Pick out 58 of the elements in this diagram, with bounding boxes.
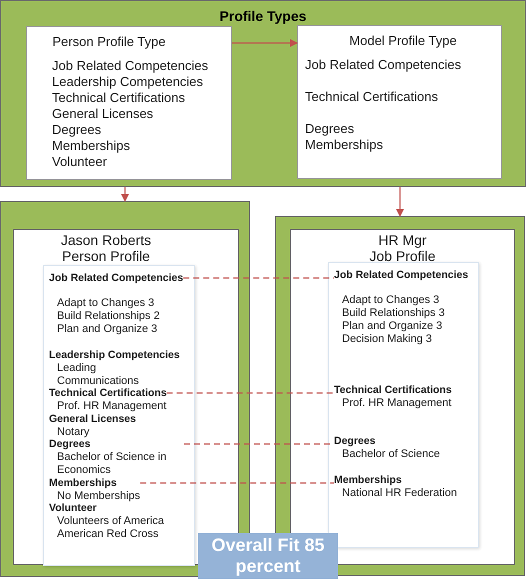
section-heading: Degrees [49, 438, 90, 451]
section-item: Plan and Organize 3 [56, 323, 158, 336]
section-heading: Memberships [49, 476, 117, 490]
section-heading: Job Related Competencies [49, 271, 184, 285]
profile-title: Jason Roberts Person Profile [60, 232, 152, 264]
list-item: General Licenses [52, 106, 154, 122]
section-item: Communications [56, 375, 139, 388]
arrow [232, 39, 298, 47]
fit-score-text: Overall Fit 85 percent [210, 535, 326, 577]
profile-card [43, 265, 195, 566]
dashed-connector [183, 277, 334, 279]
section-item: Build Relationships 3 [341, 307, 445, 320]
section-item: Plan and Organize 3 [341, 320, 442, 333]
list-item: Degrees [305, 121, 354, 137]
section-heading: General Licenses [49, 412, 136, 426]
section-item: Volunteers of America [56, 515, 164, 528]
section-item: National HR Federation [341, 487, 457, 500]
section-item: Bachelor of Science in Economics [56, 451, 168, 477]
arrow [121, 187, 129, 202]
section-item: Build Relationships 2 [56, 310, 160, 323]
list-item: Volunteer [52, 154, 107, 170]
section-item: Adapt to Changes 3 [341, 294, 440, 307]
list-item: Technical Certifications [52, 90, 185, 106]
section-item: Leading [56, 362, 96, 375]
list-item: Memberships [52, 138, 130, 154]
section-heading: Job Related Competencies [334, 268, 468, 282]
profile-card [328, 262, 479, 548]
section-item: Decision Making 3 [341, 333, 432, 346]
dashed-connector [140, 482, 334, 484]
fit-score-badge [198, 533, 338, 579]
box-title: Model Profile Type [348, 33, 458, 49]
dashed-connector [166, 392, 334, 394]
section-heading: Memberships [334, 473, 402, 487]
arrow [396, 187, 404, 217]
section-item: Notary [56, 426, 90, 439]
section-item: Prof. HR Management [56, 400, 166, 413]
group-title: Profile Types [218, 8, 308, 24]
section-item: American Red Cross [56, 528, 158, 541]
section-heading: Degrees [334, 434, 376, 448]
box-title: Person Profile Type [51, 34, 167, 50]
section-heading: Technical Certifications [334, 383, 452, 397]
section-item: Adapt to Changes 3 [56, 297, 154, 310]
profile-type-box [297, 25, 502, 179]
section-heading: Technical Certifications [49, 386, 167, 400]
section-heading: Volunteer [49, 502, 97, 515]
list-item: Technical Certifications [305, 89, 438, 105]
list-item: Job Related Competencies [52, 58, 208, 74]
profile-title: HR Mgr Job Profile [368, 232, 437, 264]
group-panel [0, 0, 526, 187]
profile-type-box [26, 26, 232, 180]
section-item: Bachelor of Science [341, 448, 440, 461]
section-heading: Leadership Competencies [49, 348, 180, 362]
list-item: Leadership Competencies [52, 74, 204, 90]
list-item: Memberships [305, 137, 384, 153]
section-item: No Memberships [56, 490, 140, 503]
section-item: Prof. HR Management [341, 397, 452, 410]
list-item: Job Related Competencies [305, 57, 462, 73]
list-item: Degrees [52, 122, 102, 138]
